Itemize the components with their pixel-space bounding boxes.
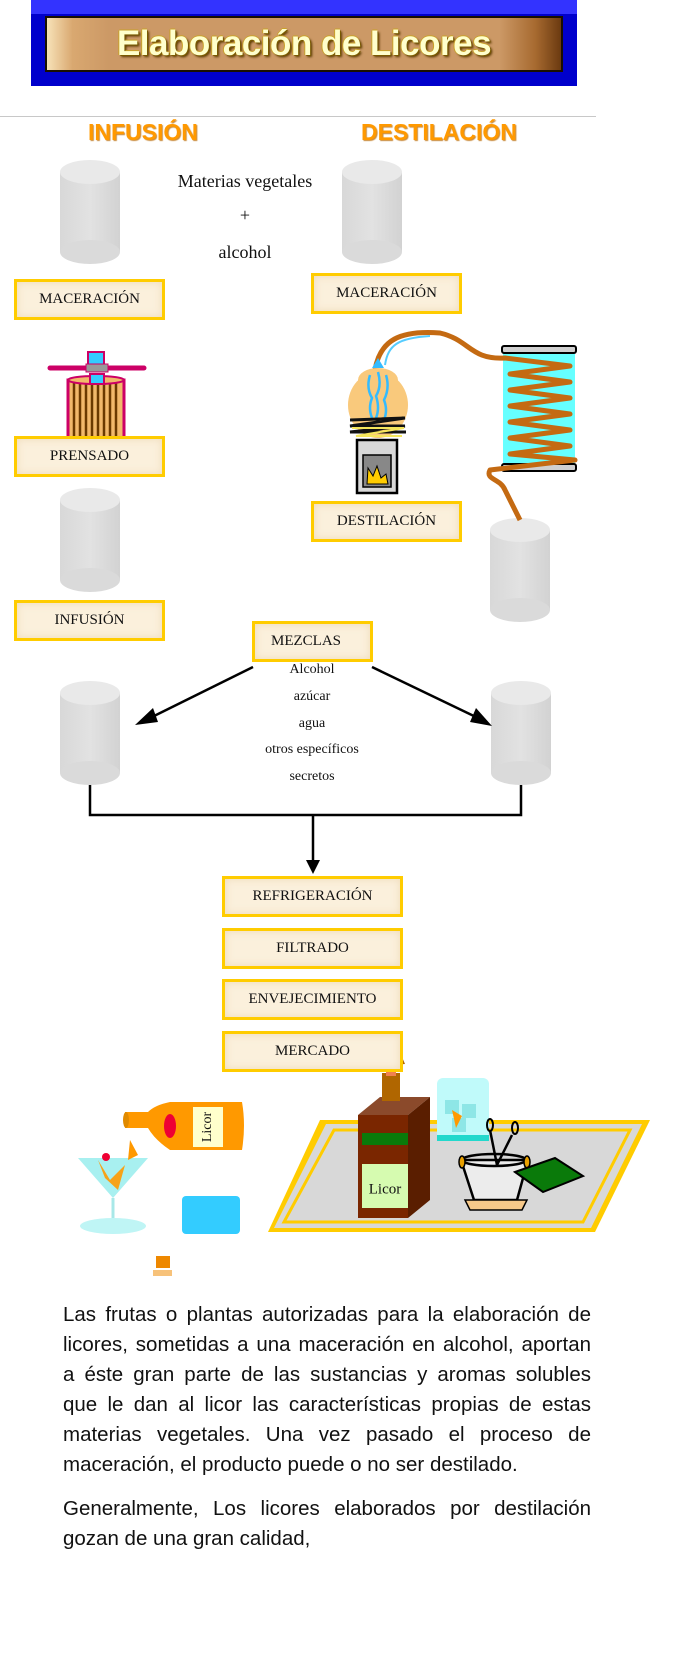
- still-icon: [348, 329, 578, 522]
- bottle-label-left: Licor: [200, 1112, 215, 1143]
- vessel-infusion-2: [60, 488, 120, 592]
- step-envejecimiento: ENVEJECIMIENTO: [222, 979, 403, 1020]
- step-filtrado: FILTRADO: [222, 928, 403, 969]
- step-infusion-maceracion: MACERACIÓN: [14, 279, 165, 320]
- mezclas-item: secretos: [289, 769, 335, 784]
- header-divider: [0, 116, 596, 117]
- bottle-label-right: Licor: [369, 1181, 401, 1197]
- title-banner-bevel: [31, 0, 577, 14]
- title-banner-plate: [45, 16, 563, 72]
- vessel-mezcla-right: [491, 681, 551, 785]
- infusion-heading: INFUSIÓN: [88, 119, 198, 145]
- vessel-mezcla-left: [60, 681, 120, 785]
- step-refrigeracion: REFRIGERACIÓN: [222, 876, 403, 917]
- destilacion-heading: DESTILACIÓN: [361, 119, 517, 145]
- arrow-down-to-refrigeracion: [306, 860, 320, 874]
- step-destilacion-destilacion: DESTILACIÓN: [311, 501, 462, 542]
- step-mercado: MERCADO: [222, 1031, 403, 1072]
- vessel-destilacion-1: [342, 160, 402, 264]
- body-paragraph-2: Generalmente, Los licores elaborados por…: [63, 1497, 591, 1550]
- vessel-infusion-1: [60, 160, 120, 264]
- ingredients-line-1: Materias vegetales: [177, 171, 313, 191]
- step-destilacion-maceracion: MACERACIÓN: [311, 273, 462, 314]
- step-infusion-infusion: INFUSIÓN: [14, 600, 165, 641]
- step-infusion-prensado: PRENSADO: [14, 436, 165, 477]
- step-mezclas: MEZCLAS: [252, 621, 373, 662]
- ingredients-line-3: alcohol: [218, 242, 272, 262]
- arrow-to-right-vessel: [371, 665, 492, 726]
- page-title: Elaboración de Licores: [116, 24, 492, 63]
- process-diagram: Licor Licor: [47, 160, 650, 1276]
- mezclas-item: otros específicos: [265, 742, 359, 757]
- mezclas-item: Alcohol: [289, 662, 335, 677]
- merge-connector: [88, 785, 523, 862]
- tray-illustration: Licor: [268, 1057, 650, 1232]
- cocktail-illustration: Licor: [78, 1102, 244, 1276]
- vessel-destilacion-2: [490, 518, 550, 622]
- mezclas-item: agua: [298, 716, 326, 731]
- body-paragraph-1: Las frutas o plantas autorizadas para la…: [63, 1303, 591, 1476]
- ingredients-plus: +: [239, 205, 251, 225]
- mezclas-item: azúcar: [293, 689, 331, 704]
- arrow-to-left-vessel: [135, 665, 254, 725]
